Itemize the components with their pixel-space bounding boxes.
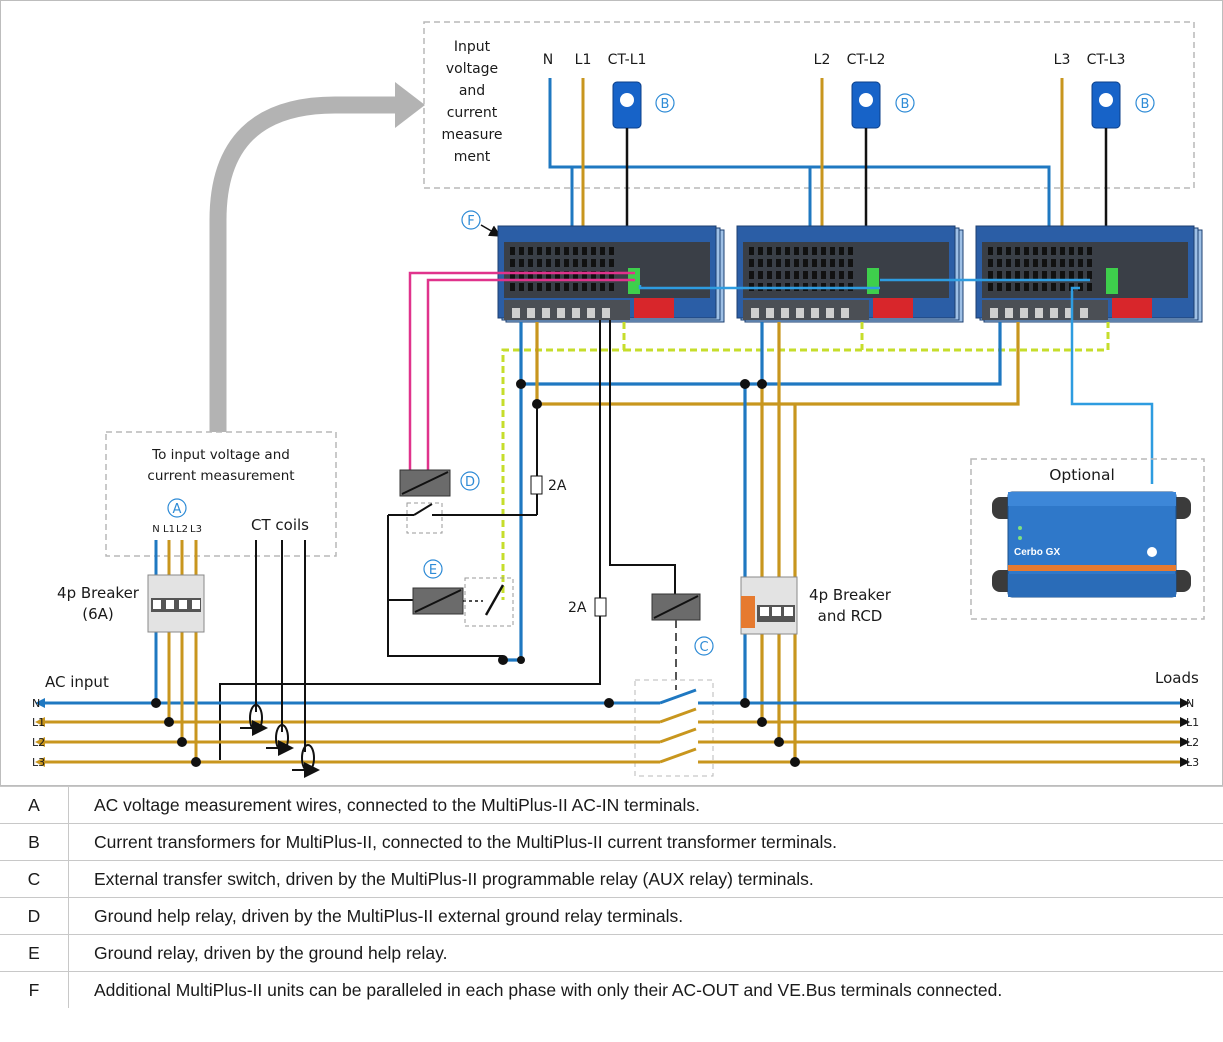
- breaker-rcd-label: 4p Breaker: [809, 586, 892, 604]
- terminal-l1-label: L1: [575, 52, 592, 68]
- cerbo-gx-device: Cerbo GX: [992, 491, 1191, 598]
- svg-text:C: C: [699, 640, 708, 655]
- svg-text:L1: L1: [163, 524, 175, 535]
- input-measurement-box: [423, 21, 1195, 189]
- ac-input-line-labels: N L1 L2 L3: [32, 697, 45, 769]
- legend-description: External transfer switch, driven by the …: [68, 860, 1223, 898]
- legend-description: Additional MultiPlus-II units can be par…: [68, 971, 1223, 1008]
- ct-clamp-l2: [851, 81, 881, 276]
- to-input-box: [105, 431, 337, 557]
- marker-f: F: [461, 210, 502, 237]
- load-line-labels: N L1 L2 L3: [1186, 697, 1199, 769]
- input-box-line: ment: [454, 149, 491, 165]
- svg-text:B: B: [661, 97, 670, 112]
- breaker-label: 4p Breaker: [57, 584, 140, 602]
- legend-description: Current transformers for MultiPlus-II, c…: [68, 823, 1223, 861]
- svg-text:L1: L1: [32, 716, 45, 729]
- legend-key: E: [0, 934, 69, 972]
- legend-description: Ground relay, driven by the ground help …: [68, 934, 1223, 972]
- svg-text:B: B: [901, 97, 910, 112]
- legend-key: D: [0, 897, 69, 935]
- loads-label: Loads: [1155, 669, 1199, 687]
- input-box-line: and: [459, 83, 485, 99]
- legend-description: Ground help relay, driven by the MultiPl…: [68, 897, 1223, 935]
- svg-text:Cerbo GX: Cerbo GX: [1014, 547, 1060, 558]
- ground-help-relay-d: D: [387, 469, 537, 601]
- svg-text:N: N: [32, 697, 40, 710]
- ground-bus: [624, 322, 1110, 352]
- svg-text:B: B: [1141, 97, 1150, 112]
- terminal-l2-label: L2: [814, 52, 831, 68]
- input-box-line: Input: [454, 39, 491, 55]
- svg-text:D: D: [465, 475, 475, 490]
- fuse-c: 2A: [219, 320, 676, 760]
- svg-text:2A: 2A: [548, 478, 567, 494]
- marker-a: A: [167, 498, 187, 518]
- breaker-rcd: [740, 576, 798, 635]
- input-box-line: current: [447, 105, 498, 121]
- ve-bus-links: [638, 278, 1154, 484]
- svg-text:N: N: [152, 524, 159, 535]
- input-box-line: measure: [441, 127, 502, 143]
- optional-box: [970, 458, 1205, 620]
- ct-coils: [240, 540, 320, 778]
- ct-coils-label: CT coils: [251, 516, 309, 534]
- breaker-terminal-labels: N L1 L2 L3: [152, 524, 202, 535]
- svg-text:N: N: [1186, 697, 1194, 710]
- ct-l3-label: CT-L3: [1087, 52, 1126, 68]
- fuse-d: 2A: [530, 475, 567, 515]
- svg-text:2A: 2A: [568, 600, 587, 616]
- legend-key: F: [0, 971, 69, 1008]
- ac-input-label: AC input: [45, 673, 109, 691]
- breaker-6a: [147, 574, 205, 633]
- measurement-arrow: [209, 96, 395, 432]
- svg-text:F: F: [467, 214, 474, 229]
- to-input-line: To input voltage and: [151, 447, 290, 463]
- legend-key: B: [0, 823, 69, 861]
- svg-text:L3: L3: [190, 524, 202, 535]
- breaker-rcd-label: and RCD: [818, 607, 883, 625]
- multiplus-unit-1: [497, 225, 725, 323]
- svg-text:E: E: [429, 563, 437, 578]
- ve-bus-cable: [408, 271, 635, 470]
- multiplus-unit-3: [975, 225, 1203, 323]
- marker-b-l2: B: [895, 93, 915, 113]
- marker-b-l3: B: [1135, 93, 1155, 113]
- svg-text:A: A: [173, 502, 182, 517]
- legend-key: A: [0, 786, 69, 824]
- ground-wire: [501, 322, 626, 600]
- marker-b-l1: B: [655, 93, 675, 113]
- ct-l2-label: CT-L2: [847, 52, 886, 68]
- multiplus-unit-2: [736, 225, 964, 323]
- legend-key: C: [0, 860, 69, 898]
- svg-text:L2: L2: [1186, 736, 1199, 749]
- ground-relay-e: E: [387, 559, 514, 657]
- svg-text:L2: L2: [32, 736, 45, 749]
- svg-text:L3: L3: [1186, 756, 1199, 769]
- wiring-diagram: Input voltage and current measure ment N…: [0, 0, 1223, 786]
- legend-description: AC voltage measurement wires, connected …: [68, 786, 1223, 824]
- optional-label: Optional: [1049, 466, 1115, 484]
- input-box-line: voltage: [446, 61, 498, 77]
- breaker-label: (6A): [82, 605, 114, 623]
- svg-text:L3: L3: [32, 756, 45, 769]
- transfer-switch-c: C: [634, 593, 714, 777]
- input-box-label: Input voltage and current measure ment: [441, 39, 502, 165]
- svg-text:L2: L2: [176, 524, 188, 535]
- svg-text:L1: L1: [1186, 716, 1199, 729]
- terminal-n-label: N: [543, 52, 553, 68]
- terminal-l3-label: L3: [1054, 52, 1071, 68]
- ct-l1-label: CT-L1: [608, 52, 647, 68]
- to-input-line: current measurement: [147, 468, 294, 484]
